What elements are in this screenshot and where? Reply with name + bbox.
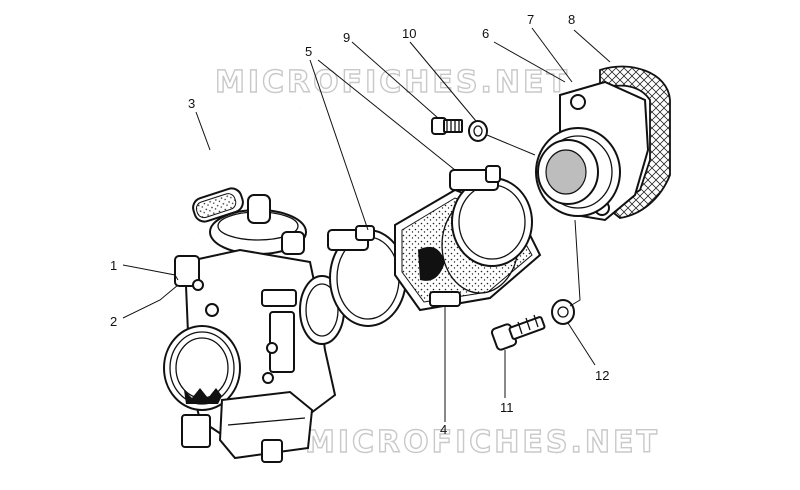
hose-clamp-left [327, 225, 407, 327]
callout-3: 3 [188, 96, 195, 111]
assembly-line-washer-manifold [486, 134, 536, 156]
gasket-8 [599, 65, 671, 219]
hose-clamp-right [449, 165, 533, 267]
callout-7: 7 [527, 12, 534, 27]
callout-11: 11 [500, 400, 514, 415]
callout-1: 1 [110, 258, 117, 273]
carburetor-illustration [163, 106, 345, 463]
watermark-top: MICROFICHES.NET [215, 65, 570, 100]
callout-5: 5 [305, 44, 312, 59]
bolt-11 [490, 314, 546, 351]
watermark-bottom: MICROFICHES.NET [305, 425, 660, 460]
callout-9: 9 [343, 30, 350, 45]
intake-manifold-6 [535, 80, 650, 222]
leader-lines [122, 27, 611, 422]
assembly-line-manifold-bolt [569, 219, 581, 307]
callout-8: 8 [568, 12, 575, 27]
callout-2: 2 [110, 314, 117, 329]
callout-10: 10 [402, 26, 416, 41]
screw-9 [431, 117, 463, 135]
callout-4: 4 [440, 422, 447, 437]
washer-12 [551, 299, 575, 325]
callout-12: 12 [595, 368, 609, 383]
callout-6: 6 [482, 26, 489, 41]
washer-10 [468, 120, 488, 142]
